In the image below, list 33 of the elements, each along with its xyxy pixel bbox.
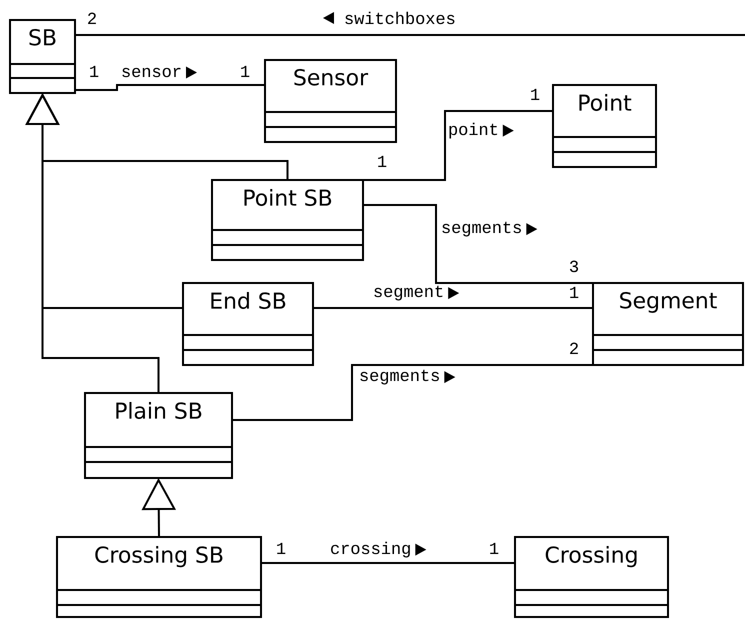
association-line	[363, 110, 553, 181]
association-line	[363, 204, 593, 284]
class-box: Segment	[592, 282, 744, 366]
multiplicity: 1	[241, 66, 250, 77]
edge-label: sensor	[122, 66, 197, 79]
class-box: Point SB	[211, 179, 364, 261]
association-line	[75, 34, 745, 36]
edge-label: segments	[360, 370, 456, 384]
class-box: End SB	[182, 282, 314, 366]
class-box: Point	[552, 84, 657, 168]
multiplicity: 1	[531, 88, 540, 100]
class-box: Crossing SB	[56, 536, 262, 618]
edge-label: segments	[442, 222, 538, 236]
multiplicity: 1	[490, 542, 498, 554]
association-line	[75, 84, 265, 91]
multiplicity: 3	[570, 260, 578, 272]
association-line	[261, 562, 515, 564]
class-box: Plain SB	[84, 392, 233, 479]
class-box: SB	[9, 19, 76, 94]
edge-label: switchboxes	[323, 12, 454, 24]
class-box: Crossing	[514, 536, 669, 618]
multiplicity: 1	[90, 66, 98, 77]
multiplicity: 2	[88, 12, 96, 24]
association-line	[313, 307, 593, 309]
association-line	[232, 364, 593, 421]
edge-label: crossing	[331, 542, 426, 558]
multiplicity: 1	[378, 156, 386, 167]
edge-label: point	[450, 122, 514, 138]
multiplicity: 2	[570, 342, 578, 354]
class-box: Sensor	[264, 59, 397, 143]
multiplicity: 1	[277, 542, 286, 554]
multiplicity: 1	[570, 286, 578, 298]
edge-label: segment	[374, 286, 460, 300]
